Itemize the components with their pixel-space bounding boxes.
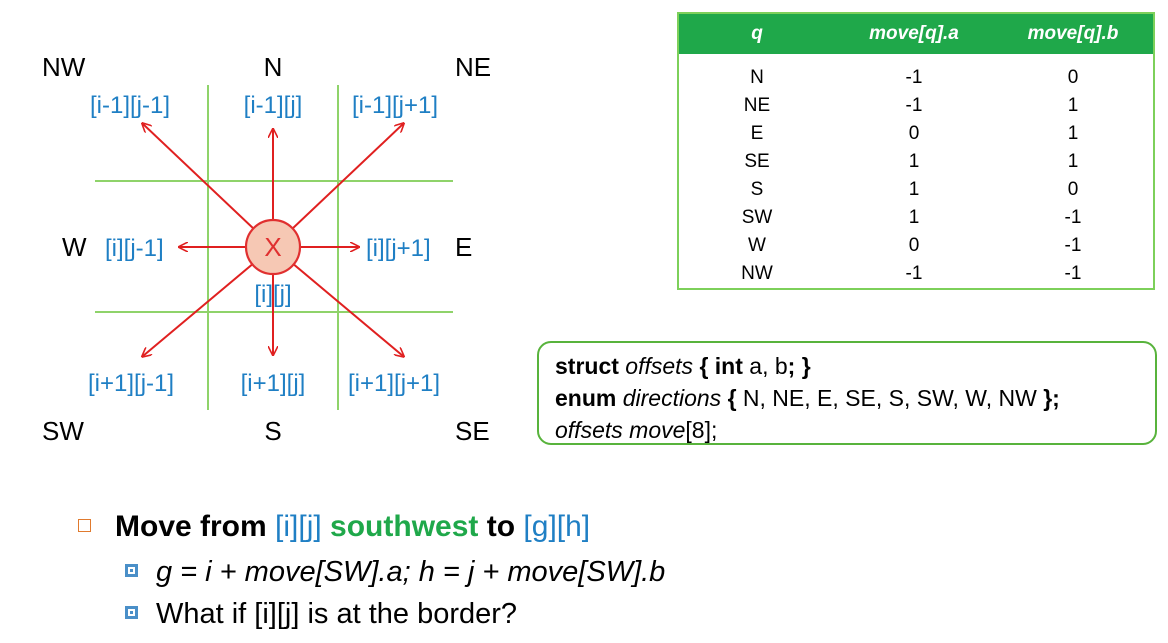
struct-name: offsets [625,353,694,379]
move-offset-table: q move[q].a move[q].b N -1 0 NE -1 1 E 0 1 SE 1… [677,12,1155,290]
formula-text: g = i + move[SW].a; h = j + move[SW].b [156,556,666,588]
table-cell: 0 [908,235,920,256]
label-ne: NE [455,52,491,82]
table-row: E 0 1 [679,120,1153,148]
bullet-main-cell: [i][j] [275,510,322,543]
label-w: W [62,232,87,262]
table-header-b: move[q].b [1027,23,1119,44]
table-cell: 1 [1067,151,1079,172]
bullet-sub-question: What if [i][j] is at the border? [125,598,517,631]
cell-label-e: [i][j+1] [366,235,431,262]
code-line-enum: enum directions { N, NE, E, SE, S, SW, W… [555,382,1155,414]
cell-label-n: [i-1][j] [244,92,303,119]
table-header: q move[q].a move[q].b [679,14,1153,54]
decl-var: move [629,417,686,443]
table-header-a: move[q].a [869,23,959,44]
table-cell: -1 [905,263,923,284]
arrow-se [272,246,403,356]
struct-members: a, b [749,353,788,379]
enum-values: N, NE, E, SE, S, SW, W, NW [742,385,1037,411]
cell-label-w: [i][j-1] [105,235,164,262]
table-cell: -1 [1064,207,1082,228]
table-row: N -1 0 [679,64,1153,92]
cell-label-ne: [i-1][j+1] [352,92,438,119]
bullet-main-direction: southwest [330,510,479,543]
arrow-sw [143,246,274,356]
label-s: S [264,416,281,446]
bullet-main-text-2: to [486,510,516,543]
table-body: N -1 0 NE -1 1 E 0 1 SE 1 1 S 1 0 SW 1 -1 W 0 -1 NW -1 -… [679,54,1153,288]
table-cell: 0 [1067,179,1079,200]
table-cell: -1 [905,95,923,116]
center-mark: X [264,232,281,262]
cell-label-center: [i][j] [254,281,291,308]
table-cell: 1 [1067,95,1079,116]
table-cell: -1 [1064,263,1082,284]
bullet-main-text-1: Move from [115,510,267,543]
filled-square-bullet-icon [125,605,138,619]
label-se: SE [455,416,490,446]
decl-size: [8]; [685,417,718,443]
code-line-struct: struct offsets { int a, b; } [555,350,1155,382]
question-text: What if [i][j] is at the border? [156,598,518,630]
table-cell: SW [741,207,773,228]
brace-open: { [699,353,709,379]
table-cell: 0 [908,123,920,144]
keyword-enum: enum [555,385,617,411]
table-cell: NW [741,263,773,284]
decl-type: offsets [555,417,623,443]
table-cell: 1 [1067,123,1079,144]
label-n: N [264,52,283,82]
label-sw: SW [42,416,84,446]
keyword-int: int [714,353,743,379]
table-cell: NE [743,95,771,116]
table-cell: N [750,67,764,88]
table-cell: 0 [1067,67,1079,88]
table-row: SE 1 1 [679,148,1153,176]
table-row: NE -1 1 [679,92,1153,120]
table-cell: 1 [908,179,920,200]
bullet-main: Move from [i][j] southwest to [g][h] [78,510,590,544]
table-cell: -1 [1064,235,1082,256]
cell-label-nw: [i-1][j-1] [90,92,170,119]
label-nw: NW [42,52,86,82]
cell-label-s: [i+1][j] [241,370,306,397]
code-box: struct offsets { int a, b; } enum direct… [537,341,1157,445]
struct-close: ; } [787,353,811,379]
table-row: S 1 0 [679,176,1153,204]
table-header-q: q [751,23,763,44]
cell-label-se: [i+1][j+1] [348,370,440,397]
table-cell: 1 [908,207,920,228]
keyword-struct: struct [555,353,619,379]
table-cell: SE [744,151,770,172]
direction-diagram: X NW N NE W E SW S SE [i-1][j-1] [i-1][j… [42,52,491,446]
table-cell: W [748,235,766,256]
hollow-square-bullet-icon [78,518,91,532]
bullet-main-target: [g][h] [523,510,591,543]
enum-close: }; [1043,385,1060,411]
table-cell: E [750,123,764,144]
brace-open: { [727,385,737,411]
filled-square-bullet-icon [125,563,138,577]
label-e: E [455,232,472,262]
arrow-nw [143,124,274,248]
table-cell: S [750,179,764,200]
enum-name: directions [622,385,722,411]
code-line-declaration: offsets move[8]; [555,414,1155,446]
table-row: W 0 -1 [679,232,1153,260]
table-row: NW -1 -1 [679,260,1153,288]
arrow-ne [272,124,403,248]
cell-label-sw: [i+1][j-1] [88,370,174,397]
table-cell: 1 [908,151,920,172]
table-cell: -1 [905,67,923,88]
table-row: SW 1 -1 [679,204,1153,232]
center-cell-circle [244,218,302,276]
bullet-sub-formula: g = i + move[SW].a; h = j + move[SW].b [125,556,665,589]
